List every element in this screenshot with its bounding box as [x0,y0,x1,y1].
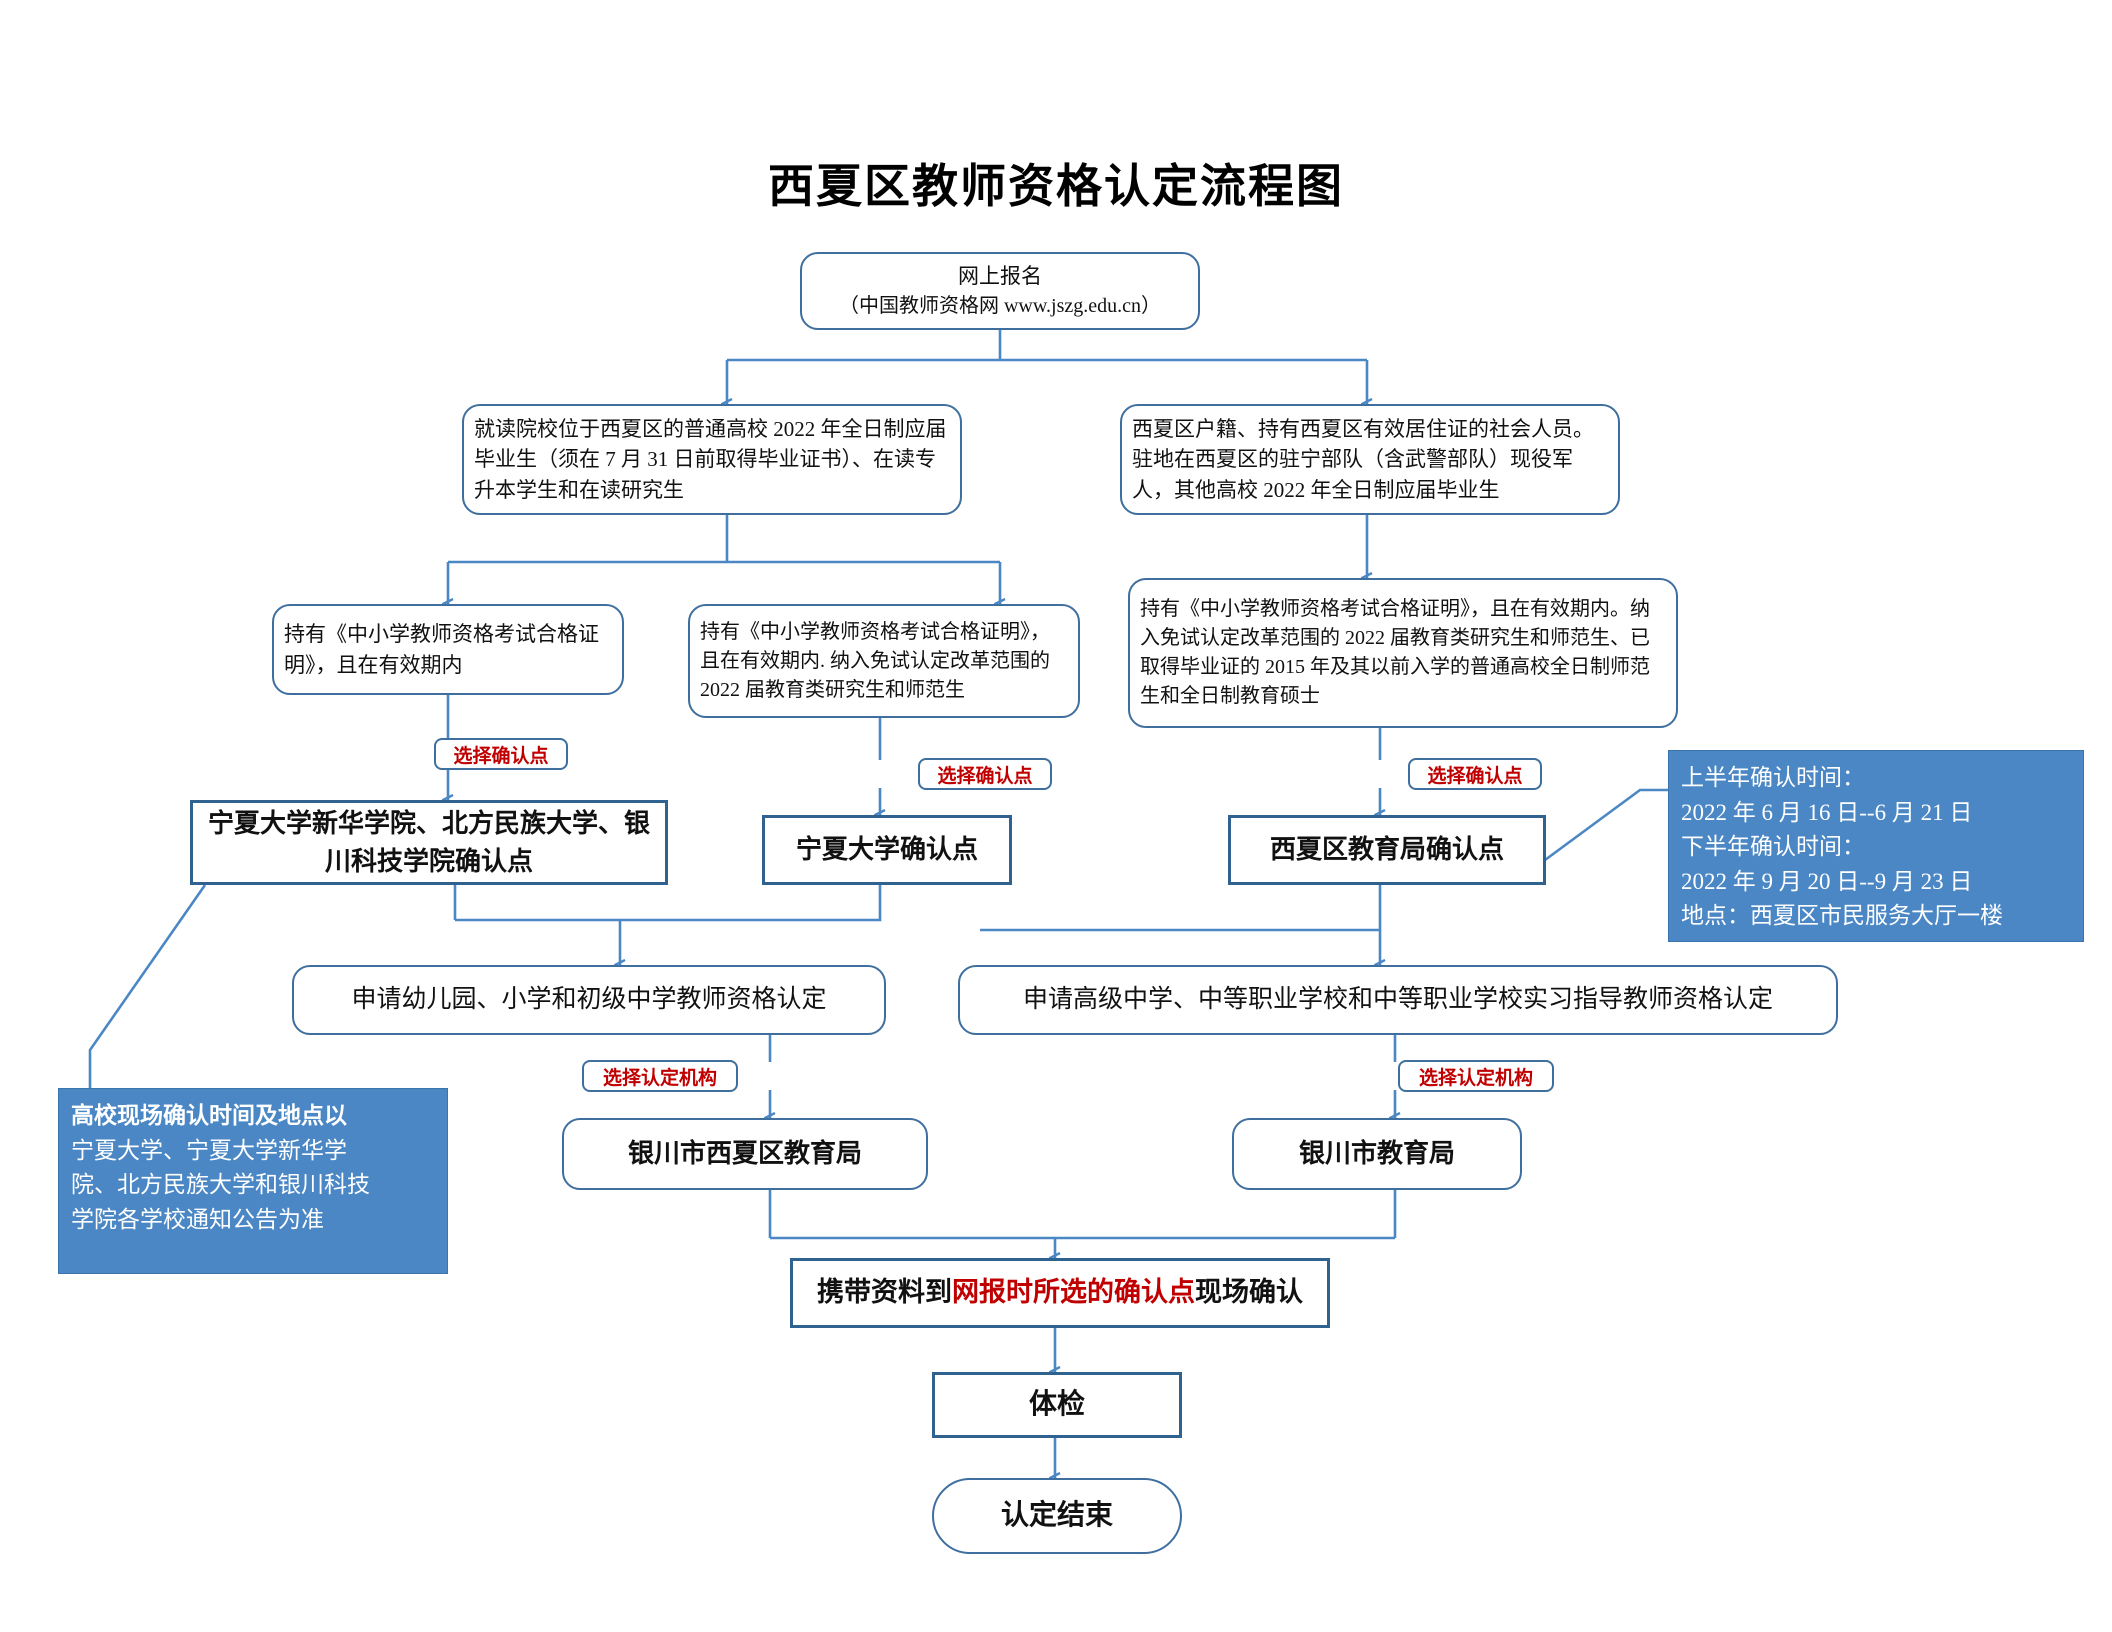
annotation-choose-org-1[interactable]: 选择认定机构 [582,1060,738,1092]
node-point-xixia-bureau[interactable]: 西夏区教育局确认点 [1228,815,1546,885]
confirm-schedule-line-5: 地点：西夏区市民服务大厅一楼 [1681,903,2003,928]
node-apply-upper[interactable]: 申请高级中学、中等职业学校和中等职业学校实习指导教师资格认定 [958,965,1838,1035]
annotation-choose-org-2[interactable]: 选择认定机构 [1398,1060,1554,1092]
node-medical-exam[interactable]: 体检 [932,1372,1182,1438]
org-yinchuan-text: 银川市教育局 [1298,1139,1455,1169]
node-cert-exempt[interactable]: 持有《中小学教师资格考试合格证明》，且在有效期内. 纳入免试认定改革范围的 20… [688,604,1080,718]
node-org-xixia[interactable]: 银川市西夏区教育局 [562,1118,928,1190]
cert-basic-text: 持有《中小学教师资格考试合格证明》，且在有效期内 [284,622,599,677]
onsite-confirm-highlight: 网报时所选的确认点 [952,1277,1195,1308]
info-panel-college-notice: 高校现场确认时间及地点以 宁夏大学、宁夏大学新华学 院、北方民族大学和银川科技 … [58,1088,448,1274]
node-condition-local-college[interactable]: 就读院校位于西夏区的普通高校 2022 年全日制应届毕业生（须在 7 月 31 … [462,404,962,515]
node-finish[interactable]: 认定结束 [932,1478,1182,1554]
college-notice-line-1: 高校现场确认时间及地点以 [71,1103,347,1128]
onsite-confirm-prefix: 携带资料到 [817,1277,952,1308]
annotation-choose-point-3-label: 选择确认点 [1427,765,1523,787]
page-title: 西夏区教师资格认定流程图 [768,161,1344,212]
finish-text: 认定结束 [1000,1499,1113,1531]
cert-full-text: 持有《中小学教师资格考试合格证明》，且在有效期内。纳入免试认定改革范围的 202… [1140,598,1650,707]
annotation-choose-point-2[interactable]: 选择确认点 [918,758,1052,790]
point-ningxia-univ-text: 宁夏大学确认点 [795,835,978,865]
node-org-yinchuan[interactable]: 银川市教育局 [1232,1118,1522,1190]
registration-line-1: 网上报名 [958,264,1042,289]
confirm-schedule-line-1: 上半年确认时间： [1681,765,1865,790]
college-notice-line-3: 院、北方民族大学和银川科技 [71,1172,370,1197]
annotation-choose-point-1-label: 选择确认点 [453,745,549,767]
confirm-schedule-line-2: 2022 年 6 月 16 日--6 月 21 日 [1681,799,1973,825]
node-condition-household[interactable]: 西夏区户籍、持有西夏区有效居住证的社会人员。驻地在西夏区的驻宁部队（含武警部队）… [1120,404,1620,515]
apply-lower-text: 申请幼儿园、小学和初级中学教师资格认定 [351,985,827,1013]
annotation-choose-org-1-label: 选择认定机构 [602,1067,717,1089]
node-point-universities[interactable]: 宁夏大学新华学院、北方民族大学、银川科技学院确认点 [190,800,668,885]
point-universities-text: 宁夏大学新华学院、北方民族大学、银川科技学院确认点 [207,808,650,876]
node-cert-basic[interactable]: 持有《中小学教师资格考试合格证明》，且在有效期内 [272,604,624,695]
annotation-choose-point-3[interactable]: 选择确认点 [1408,758,1542,790]
annotation-choose-point-1[interactable]: 选择确认点 [434,738,568,770]
node-cert-full[interactable]: 持有《中小学教师资格考试合格证明》，且在有效期内。纳入免试认定改革范围的 202… [1128,578,1678,728]
college-notice-line-4: 学院各学校通知公告为准 [71,1206,324,1232]
cert-exempt-text: 持有《中小学教师资格考试合格证明》，且在有效期内. 纳入免试认定改革范围的 20… [700,620,1050,701]
college-notice-line-2: 宁夏大学、宁夏大学新华学 [71,1137,347,1163]
condition-local-college-text: 就读院校位于西夏区的普通高校 2022 年全日制应届毕业生（须在 7 月 31 … [474,416,947,502]
node-onsite-confirm[interactable]: 携带资料到网报时所选的确认点现场确认 [790,1258,1330,1328]
registration-line-2: （中国教师资格网 www.jszg.edu.cn） [838,294,1161,317]
node-online-registration[interactable]: 网上报名 （中国教师资格网 www.jszg.edu.cn） [800,252,1200,330]
node-apply-lower[interactable]: 申请幼儿园、小学和初级中学教师资格认定 [292,965,886,1035]
info-panel-confirm-schedule: 上半年确认时间： 2022 年 6 月 16 日--6 月 21 日 下半年确认… [1668,750,2084,942]
confirm-schedule-line-3: 下半年确认时间： [1681,834,1865,859]
onsite-confirm-suffix: 现场确认 [1195,1277,1303,1308]
org-xixia-text: 银川市西夏区教育局 [627,1139,862,1169]
condition-household-text: 西夏区户籍、持有西夏区有效居住证的社会人员。驻地在西夏区的驻宁部队（含武警部队）… [1132,416,1594,502]
apply-upper-text: 申请高级中学、中等职业学校和中等职业学校实习指导教师资格认定 [1022,985,1773,1013]
node-point-ningxia-univ[interactable]: 宁夏大学确认点 [762,815,1012,885]
annotation-choose-org-2-label: 选择认定机构 [1418,1067,1533,1089]
annotation-choose-point-2-label: 选择确认点 [937,765,1033,787]
confirm-schedule-line-4: 2022 年 9 月 20 日--9 月 23 日 [1681,868,1973,894]
point-xixia-bureau-text: 西夏区教育局确认点 [1269,835,1504,865]
medical-exam-text: 体检 [1028,1388,1085,1420]
